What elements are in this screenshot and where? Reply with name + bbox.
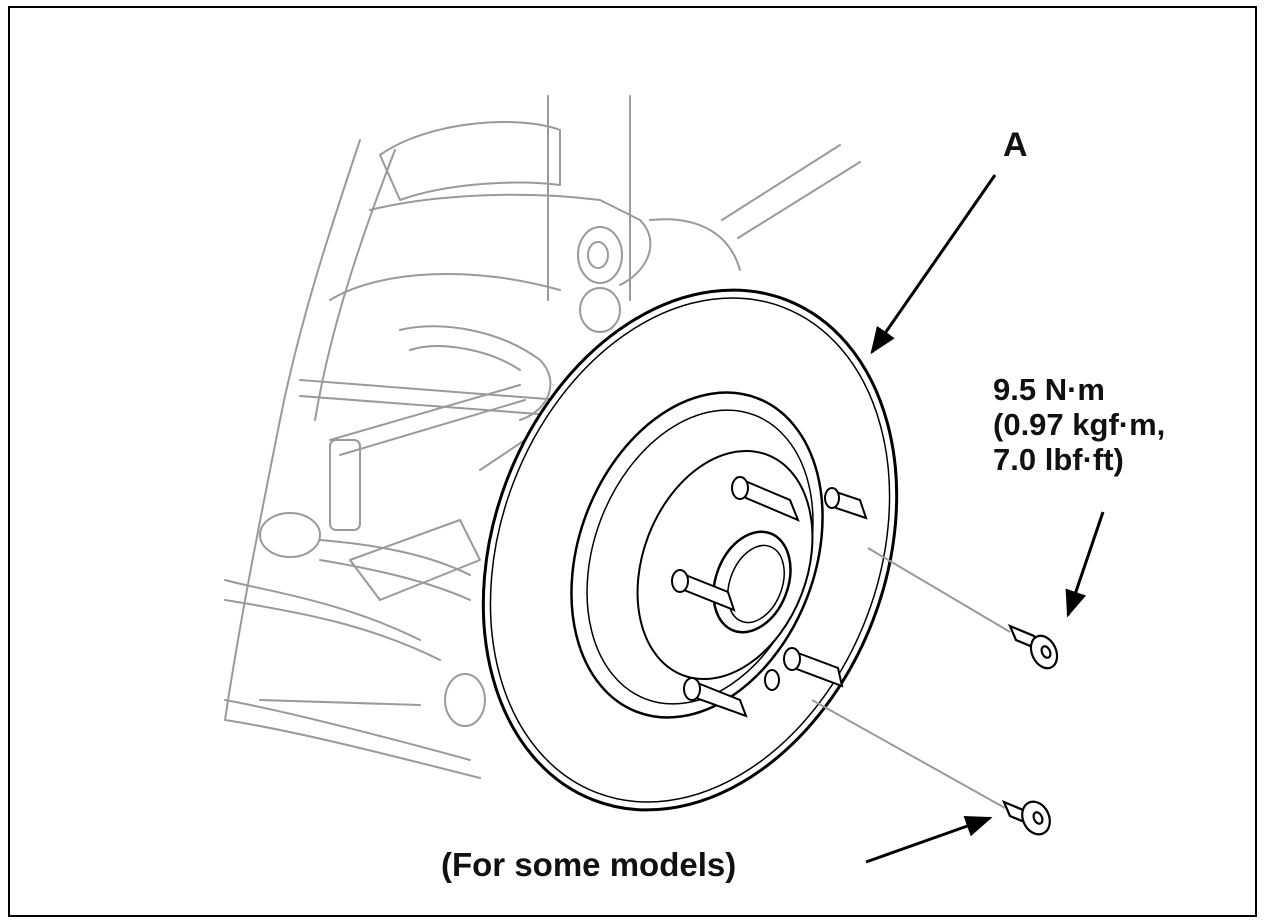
leader-arrows bbox=[865, 174, 1105, 864]
torque-lbf: 7.0 lbf·ft) bbox=[993, 442, 1124, 477]
torque-spec: 9.5 N·m (0.97 kgf·m, 7.0 lbf·ft) bbox=[993, 372, 1165, 477]
figure-frame bbox=[8, 6, 1257, 917]
torque-kgf: (0.97 kgf·m, bbox=[993, 407, 1166, 442]
flat-head-screw-lower bbox=[1001, 799, 1051, 836]
arrow-to-disc bbox=[870, 174, 997, 355]
stud bbox=[683, 677, 748, 718]
arrow-to-lower-screw bbox=[865, 815, 993, 864]
wheel-studs bbox=[671, 476, 868, 718]
stud bbox=[824, 487, 868, 520]
stud bbox=[783, 647, 844, 688]
brake-disc bbox=[481, 288, 899, 812]
alignment-lines bbox=[811, 547, 1011, 809]
callout-part-a: A bbox=[1003, 126, 1028, 164]
stud bbox=[731, 476, 800, 522]
flat-head-screw-upper bbox=[1007, 623, 1059, 670]
arrow-to-upper-screw bbox=[1065, 511, 1105, 618]
suspension-linework bbox=[224, 95, 861, 779]
torque-nm: 9.5 N·m bbox=[993, 372, 1105, 407]
models-note: (For some models) bbox=[441, 846, 737, 883]
stud bbox=[671, 569, 736, 612]
